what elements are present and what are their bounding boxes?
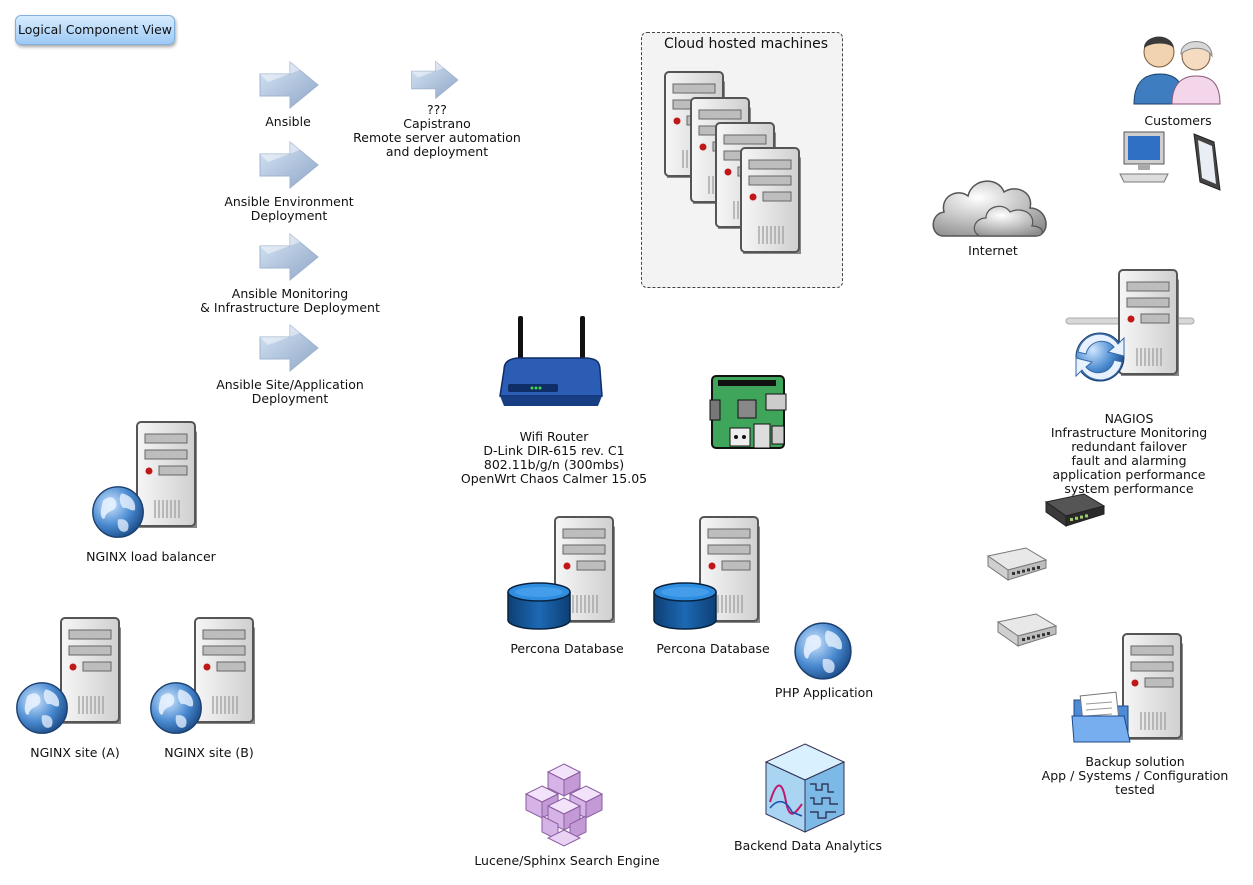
network-switch-2-icon [996, 612, 1058, 648]
cloud-server-4-icon [739, 146, 805, 256]
php-application-label: PHP Application [774, 685, 874, 700]
load-balancer-globe-icon [90, 484, 146, 540]
network-switch-1-icon [986, 546, 1048, 582]
diagram-title-tab: Logical Component View [15, 15, 175, 45]
search-engine-label: Lucene/Sphinx Search Engine [474, 853, 660, 868]
internet-label: Internet [968, 243, 1018, 258]
data-analytics-cube-icon [764, 743, 846, 833]
backup-folder-icon [1071, 691, 1131, 743]
data-analytics-label: Backend Data Analytics [733, 838, 883, 853]
site-b-globe-icon [148, 680, 204, 736]
ansible-monitoring-label: Ansible Monitoring& Infrastructure Deplo… [200, 286, 380, 315]
search-engine-cubes-icon [524, 763, 604, 847]
customers-label: Customers [1144, 113, 1212, 128]
site-a-globe-icon [14, 680, 70, 736]
load-balancer-label: NGINX load balancer [86, 549, 216, 564]
tablet-icon [1193, 133, 1221, 191]
database-1-label: Percona Database [510, 641, 624, 656]
nagios-sync-globe-icon [1075, 332, 1125, 382]
desktop-computer-icon [1119, 131, 1169, 183]
internet-cloud-icon [932, 180, 1047, 237]
ansible-site-arrow-icon [256, 323, 320, 373]
database-2-label: Percona Database [656, 641, 770, 656]
ansible-arrow-icon [256, 60, 320, 110]
ansible-label: Ansible [265, 114, 311, 129]
database-2-cylinder-icon [652, 582, 718, 630]
database-1-cylinder-icon [506, 582, 572, 630]
php-application-globe-icon [792, 620, 854, 682]
ansible-environment-arrow-icon [256, 140, 320, 190]
capistrano-arrow-icon [403, 60, 465, 100]
site-a-label: NGINX site (A) [30, 745, 120, 760]
ansible-monitoring-arrow-icon [256, 232, 320, 282]
wifi-router-icon [499, 316, 603, 406]
raspberry-pi-board-icon [709, 375, 787, 449]
customers-people-icon [1133, 36, 1221, 105]
cloud-hosted-machines-title: Cloud hosted machines [664, 36, 829, 52]
dark-switch-icon [1044, 493, 1106, 527]
site-b-label: NGINX site (B) [164, 745, 254, 760]
